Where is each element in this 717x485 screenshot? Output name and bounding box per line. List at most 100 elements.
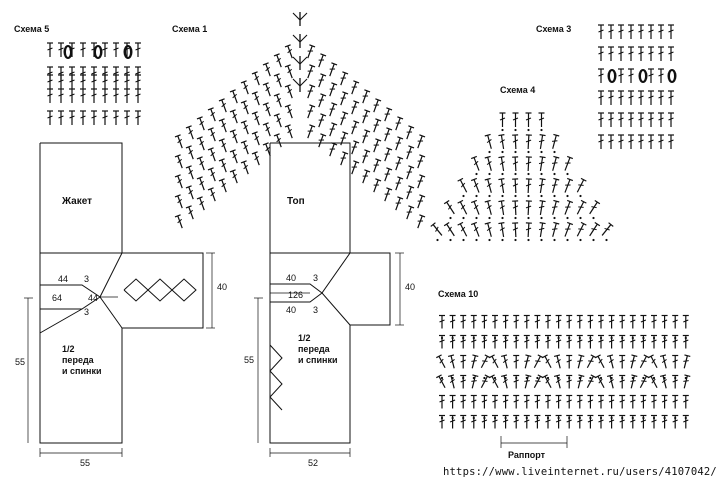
stitch-symbol [384,167,393,182]
chain-dot [514,128,517,132]
stitch-symbol [470,334,477,349]
stitch-symbol [384,127,393,142]
stitch-symbol [566,394,573,409]
scheme-4-label: Схема 4 [500,85,535,95]
stitch-symbol [586,354,597,369]
stitch-symbol [628,46,634,61]
chain-dot [527,150,530,154]
stitch-symbol [682,334,689,349]
stitch-symbol [513,374,520,389]
stitch-symbol [648,374,658,389]
chain-dot [540,216,543,220]
stitch-symbol [606,354,614,369]
chain-dot [579,216,582,220]
stitch-symbol [251,91,260,106]
stitch-symbol [102,88,108,103]
stitch-symbol [498,134,505,150]
stitch-symbol [439,334,445,349]
stitch-symbol [672,414,679,429]
stitch-symbol [638,134,644,149]
stitch-symbol [113,110,119,125]
stitch-symbol [628,24,634,39]
stitch-symbol [185,185,194,200]
stitch-symbol [498,156,505,172]
stitch-symbol [362,89,371,104]
stitch-symbol [457,199,468,215]
stitch-symbol [207,107,216,122]
stitch-symbol [196,116,205,131]
stitch-symbol [608,134,614,149]
stitch-symbol [284,124,293,139]
stitch-symbol [251,151,260,166]
stitch-symbol [384,107,393,122]
stitch-symbol [318,93,327,108]
stitch-symbol [640,314,647,329]
chain-dot [527,194,530,198]
stitch-symbol [373,178,382,193]
stitch-symbol [552,155,560,171]
stitch-symbol [340,151,349,166]
stitch-symbol [481,394,488,409]
stitch-symbol [577,374,585,389]
stitch-symbol [577,354,585,369]
stitch-symbol [384,187,393,202]
stitch-symbol [630,354,638,369]
stitch-symbol [124,66,130,81]
stitch-symbol [229,109,238,124]
top-dim-40-bottom: 40 [286,305,296,315]
stitch-symbol [500,374,508,389]
chain-dot [514,194,517,198]
stitch-symbol [307,124,316,139]
stitch-symbol [447,374,455,389]
chain-dot [540,238,543,242]
stitch-symbol [229,89,238,104]
stitch-symbol [545,314,551,329]
stitch-symbol [683,374,691,389]
stitch-symbol [406,185,415,200]
chain-dot [553,216,556,220]
stitch-symbol [651,414,657,429]
chain-dot [566,238,569,242]
stitch-symbol [648,68,654,83]
stitch-symbol [608,46,614,61]
chain-dot [579,194,582,198]
stitch-symbol [639,354,650,369]
jacket-dim-3-bottom: 3 [84,307,89,317]
stitch-symbol [648,134,654,149]
stitch-symbol [538,156,546,172]
top-dim-40-top: 40 [286,273,296,283]
chain-dot [488,150,491,154]
chain-dot [483,376,486,380]
stitch-symbol [658,24,664,39]
stitch-symbol [307,44,316,59]
stitch-symbol [460,334,467,349]
stitch-symbol [524,374,532,389]
chain-dot [475,172,478,176]
chain-dot [527,128,530,132]
stitch-symbol [618,46,624,61]
stitch-symbol [566,354,573,369]
stitch-symbol [318,53,327,68]
stitch-symbol [576,394,583,409]
stitch-symbol [58,110,64,125]
stitch-symbol [545,394,551,409]
jacket-dim-44-mid: 44 [88,293,98,303]
stitch-symbol [417,194,426,209]
stitch-symbol [648,46,654,61]
stitch-symbol [619,334,626,349]
stitch-symbol [318,113,327,128]
jacket-part-line3: и спинки [62,366,101,376]
stitch-symbol [672,394,679,409]
stitch-symbol [513,394,520,409]
stitch-symbol [91,110,97,125]
chain-dot [579,238,582,242]
stitch-symbol [564,221,574,237]
chain-dot [652,376,656,380]
stitch-symbol [457,221,468,237]
stitch-symbol [329,62,338,77]
stitch-symbol [589,199,601,215]
chain-dot [566,194,569,198]
top-title: Топ [287,196,305,207]
stitch-symbol [284,44,293,59]
stitch-symbol [443,199,455,215]
